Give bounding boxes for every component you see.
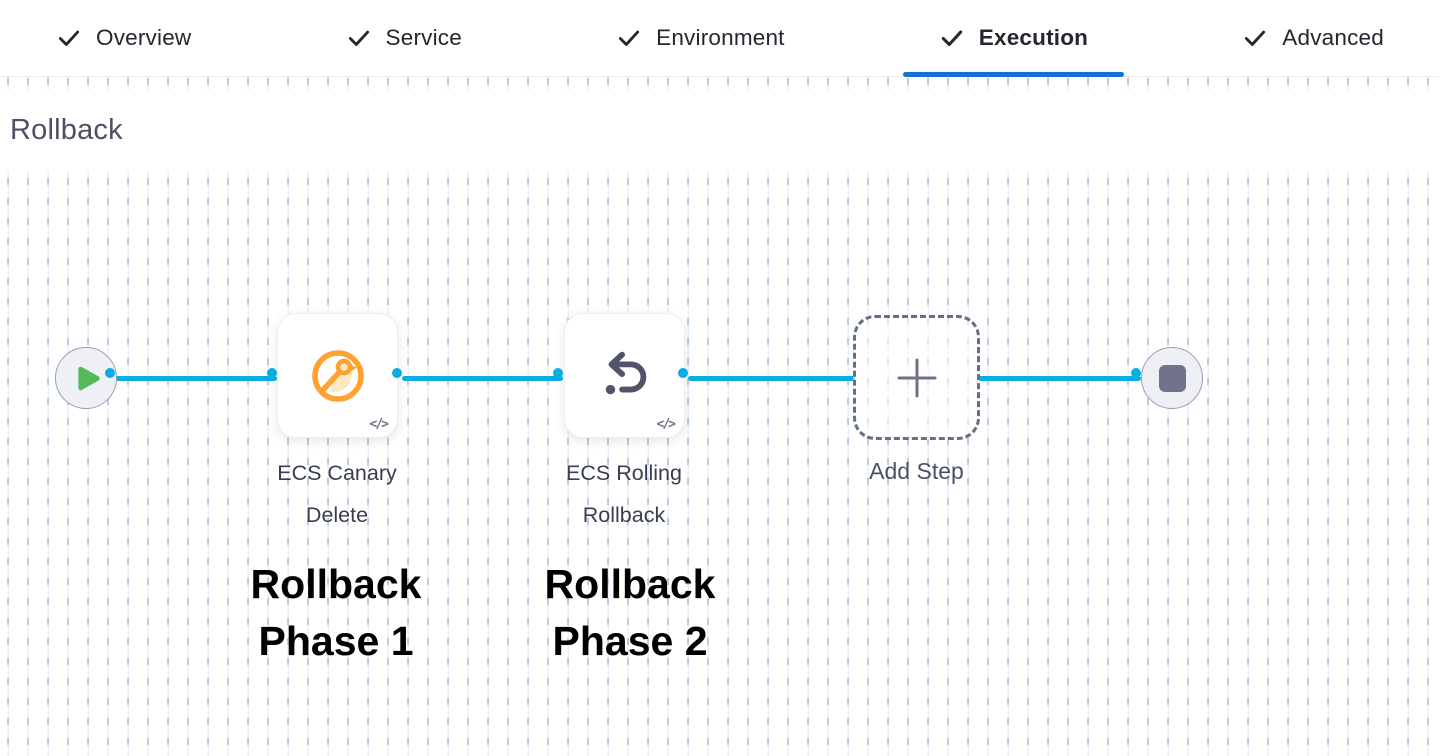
step-name-ecs-canary-delete: ECS Canary Delete [277, 461, 397, 527]
node-port[interactable] [552, 367, 563, 378]
node-port[interactable] [677, 367, 688, 378]
plus-icon [897, 358, 936, 397]
play-icon [78, 366, 100, 390]
step-ecs-canary-delete[interactable]: </> [277, 313, 398, 438]
tab-service[interactable]: Service [304, 0, 504, 76]
setup-tabbar: Overview Service Environment Execution A… [0, 0, 1440, 77]
section-heading-band: Rollback [0, 90, 1440, 170]
add-step-label[interactable]: Add Step [869, 458, 964, 484]
connector-edge [402, 375, 563, 381]
tab-environment[interactable]: Environment [574, 0, 827, 76]
tab-advanced[interactable]: Advanced [1200, 0, 1426, 76]
step-ecs-rolling-rollback[interactable]: </> [564, 313, 685, 438]
tab-label: Advanced [1282, 25, 1384, 50]
canary-icon [311, 349, 364, 402]
code-badge[interactable]: </> [369, 417, 390, 432]
add-step-button[interactable] [853, 315, 980, 440]
connector-edge [115, 375, 277, 381]
step-name-ecs-rolling-rollback: ECS Rolling Rollback [566, 461, 682, 527]
check-icon [58, 30, 80, 46]
connector-edge [688, 375, 855, 381]
tab-overview[interactable]: Overview [14, 0, 233, 76]
check-icon [1245, 30, 1266, 46]
check-icon [941, 30, 962, 47]
node-port[interactable] [391, 367, 402, 378]
connector-edge [978, 375, 1141, 381]
annotation-rollback-phase-2: Rollback Phase 2 [544, 561, 716, 664]
start-node [55, 347, 117, 409]
check-icon [348, 30, 369, 46]
tab-label: Environment [656, 25, 785, 50]
end-node [1141, 347, 1203, 409]
node-port[interactable] [104, 367, 115, 378]
rollback-undo-icon [605, 351, 646, 394]
tab-execution[interactable]: Execution [897, 0, 1130, 77]
pipeline-canvas[interactable]: Rollback </> </> [0, 77, 1440, 756]
annotation-rollback-phase-1: Rollback Phase 1 [250, 561, 422, 664]
stop-icon [1158, 364, 1186, 392]
node-port[interactable] [266, 367, 277, 378]
tab-label: Execution [978, 25, 1089, 50]
tab-label: Service [385, 25, 462, 50]
node-port[interactable] [1130, 367, 1141, 378]
section-title: Rollback [10, 114, 123, 146]
tab-label: Overview [96, 25, 192, 50]
check-icon [619, 30, 640, 46]
code-badge[interactable]: </> [656, 417, 677, 432]
